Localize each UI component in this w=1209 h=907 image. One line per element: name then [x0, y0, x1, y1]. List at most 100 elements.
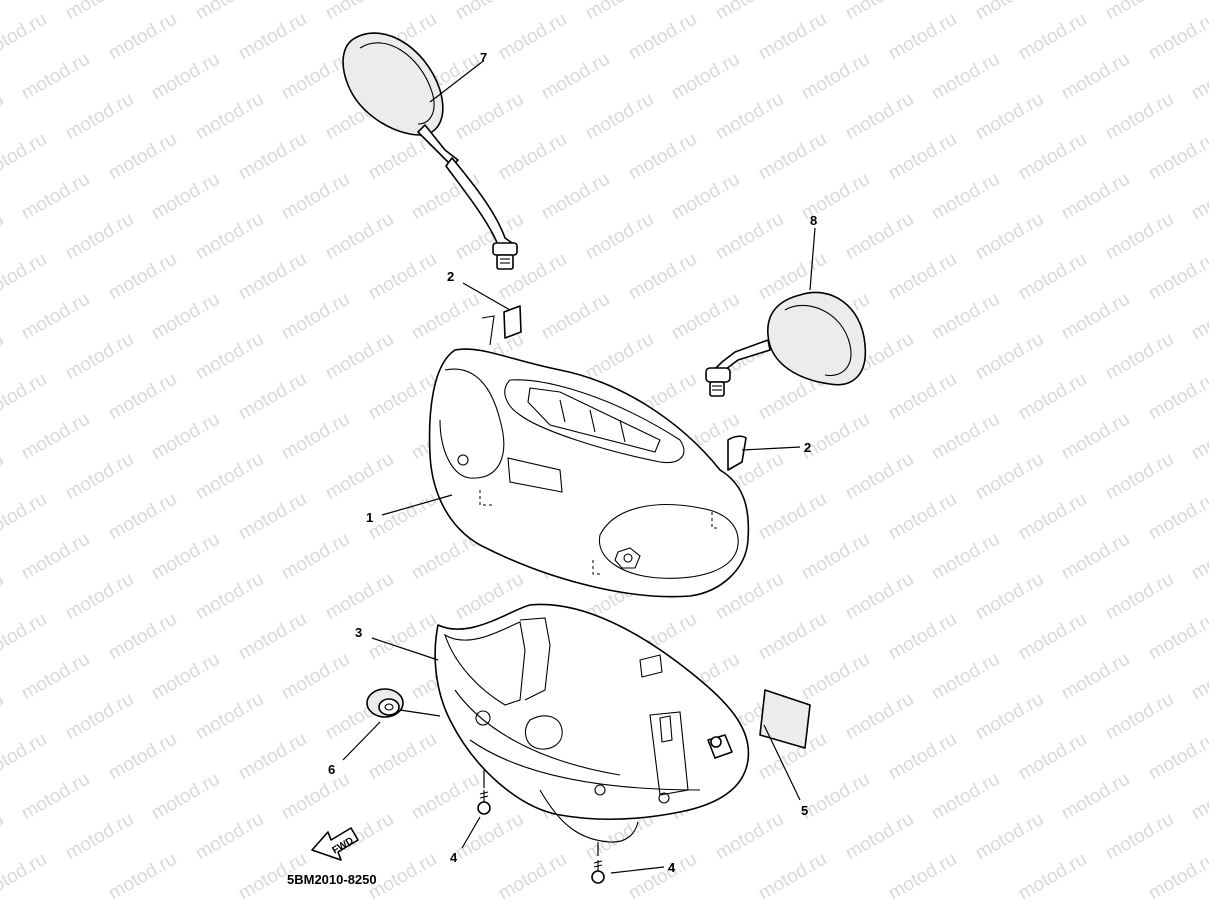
- callout-7: 7: [480, 50, 487, 65]
- watermark-text: motod.ru: [1058, 529, 1133, 585]
- watermark-text: motod.ru: [972, 329, 1047, 385]
- watermark-text: motod.ru: [1145, 849, 1209, 905]
- watermark-text: motod.ru: [972, 89, 1047, 145]
- watermark-text: motod.ru: [62, 809, 137, 865]
- callout-8: 8: [810, 213, 817, 228]
- watermark-text: motod.ru: [1015, 249, 1090, 305]
- watermark-text: motod.ru: [885, 249, 960, 305]
- watermark-text: motod.ru: [278, 49, 353, 105]
- watermark-text: motod.ru: [1102, 809, 1177, 865]
- watermark-text: motod.ru: [365, 369, 440, 425]
- watermark-text: motod.ru: [928, 169, 1003, 225]
- watermark-text: motod.ru: [0, 449, 7, 505]
- watermark-text: motod.ru: [928, 49, 1003, 105]
- watermark-text: motod.ru: [235, 609, 310, 665]
- watermark-text: motod.ru: [885, 9, 960, 65]
- watermark-text: motod.ru: [62, 89, 137, 145]
- watermark-text: motod.ru: [278, 169, 353, 225]
- watermark-text: motod.ru: [365, 249, 440, 305]
- watermark-text: motod.ru: [148, 769, 223, 825]
- watermark-text: motod.ru: [625, 849, 700, 905]
- watermark-text: motod.ru: [0, 729, 50, 785]
- watermark-text: motod.ru: [798, 49, 873, 105]
- watermark-text: motod.ru: [105, 489, 180, 545]
- watermark-text: motod.ru: [278, 289, 353, 345]
- part-8-right-mirror: [705, 291, 867, 397]
- watermark-text: motod.ru: [148, 529, 223, 585]
- watermark-text: motod.ru: [1058, 649, 1133, 705]
- watermark-text: motod.ru: [798, 529, 873, 585]
- watermark-text: motod.ru: [798, 409, 873, 465]
- watermark-text: motod.ru: [0, 209, 7, 265]
- watermark-text: motod.ru: [1058, 769, 1133, 825]
- watermark-text: motod.ru: [668, 169, 743, 225]
- watermark-text: motod.ru: [0, 0, 7, 24]
- watermark-text: motod.ru: [1145, 129, 1209, 185]
- watermark-text: motod.ru: [192, 209, 267, 265]
- watermark-text: motod.ru: [538, 169, 613, 225]
- watermark-text: motod.ru: [1102, 449, 1177, 505]
- watermark-text: motod.ru: [192, 809, 267, 865]
- watermark-text: motod.ru: [62, 689, 137, 745]
- watermark-text: motod.ru: [322, 569, 397, 625]
- watermark-text: motod.ru: [408, 769, 483, 825]
- watermark-text: motod.ru: [538, 49, 613, 105]
- watermark-text: motod.ru: [1015, 729, 1090, 785]
- watermark-text: motod.ru: [1102, 0, 1177, 24]
- watermark-text: motod.ru: [798, 769, 873, 825]
- leader-lines: [342, 61, 816, 874]
- part-4-screw-b: [591, 860, 605, 884]
- watermark-text: motod.ru: [0, 609, 50, 665]
- watermark-text: motod.ru: [972, 689, 1047, 745]
- watermark-text: motod.ru: [755, 129, 830, 185]
- part-7-left-mirror: [342, 32, 518, 270]
- watermark-text: motod.ru: [235, 129, 310, 185]
- watermark-text: motod.ru: [1015, 489, 1090, 545]
- watermark-text: motod.ru: [452, 0, 527, 24]
- watermark-text: motod.ru: [1015, 609, 1090, 665]
- watermark-text: motod.ru: [538, 289, 613, 345]
- watermark-text: motod.ru: [18, 409, 93, 465]
- watermark-text: motod.ru: [755, 849, 830, 905]
- watermark-text: motod.ru: [0, 849, 50, 905]
- watermark-text: motod.ru: [1058, 289, 1133, 345]
- watermark-text: motod.ru: [1015, 849, 1090, 905]
- watermark-text: motod.ru: [885, 729, 960, 785]
- watermark-text: motod.ru: [1188, 289, 1209, 345]
- watermark-text: motod.ru: [1145, 9, 1209, 65]
- watermark-text: motod.ru: [0, 369, 50, 425]
- watermark-text: motod.ru: [192, 449, 267, 505]
- watermark-text: motod.ru: [842, 569, 917, 625]
- watermark-text: motod.ru: [105, 729, 180, 785]
- watermark-text: motod.ru: [582, 209, 657, 265]
- watermark-text: motod.ru: [235, 729, 310, 785]
- watermark-text: motod.ru: [18, 649, 93, 705]
- watermark-text: motod.ru: [105, 369, 180, 425]
- watermark-text: motod.ru: [582, 329, 657, 385]
- watermark-text: motod.ru: [1102, 329, 1177, 385]
- watermark-text: motod.ru: [62, 329, 137, 385]
- watermark-text: motod.ru: [1102, 89, 1177, 145]
- watermark-text: motod.ru: [1015, 369, 1090, 425]
- watermark-text: motod.ru: [1145, 729, 1209, 785]
- watermark-text: motod.ru: [1145, 609, 1209, 665]
- part-1-front-cover: [428, 348, 750, 598]
- watermark-text: motod.ru: [668, 49, 743, 105]
- watermark-text: motod.ru: [18, 769, 93, 825]
- watermark-text: motod.ru: [62, 449, 137, 505]
- watermark-text: motod.ru: [625, 249, 700, 305]
- watermark-text: motod.ru: [1058, 409, 1133, 465]
- part-3-rear-cover: [434, 603, 750, 843]
- watermark-text: motod.ru: [0, 129, 50, 185]
- watermark-text: motod.ru: [0, 489, 50, 545]
- watermark-text: motod.ru: [192, 329, 267, 385]
- watermark-text: motod.ru: [928, 289, 1003, 345]
- watermark-text: motod.ru: [1102, 569, 1177, 625]
- watermark-text: motod.ru: [972, 209, 1047, 265]
- watermark-text: motod.ru: [235, 489, 310, 545]
- watermark-text: motod.ru: [972, 809, 1047, 865]
- callout-4-right: 4: [668, 860, 676, 875]
- watermark-text: motod.ru: [148, 49, 223, 105]
- watermark-text: motod.ru: [62, 209, 137, 265]
- watermark-text: motod.ru: [1102, 689, 1177, 745]
